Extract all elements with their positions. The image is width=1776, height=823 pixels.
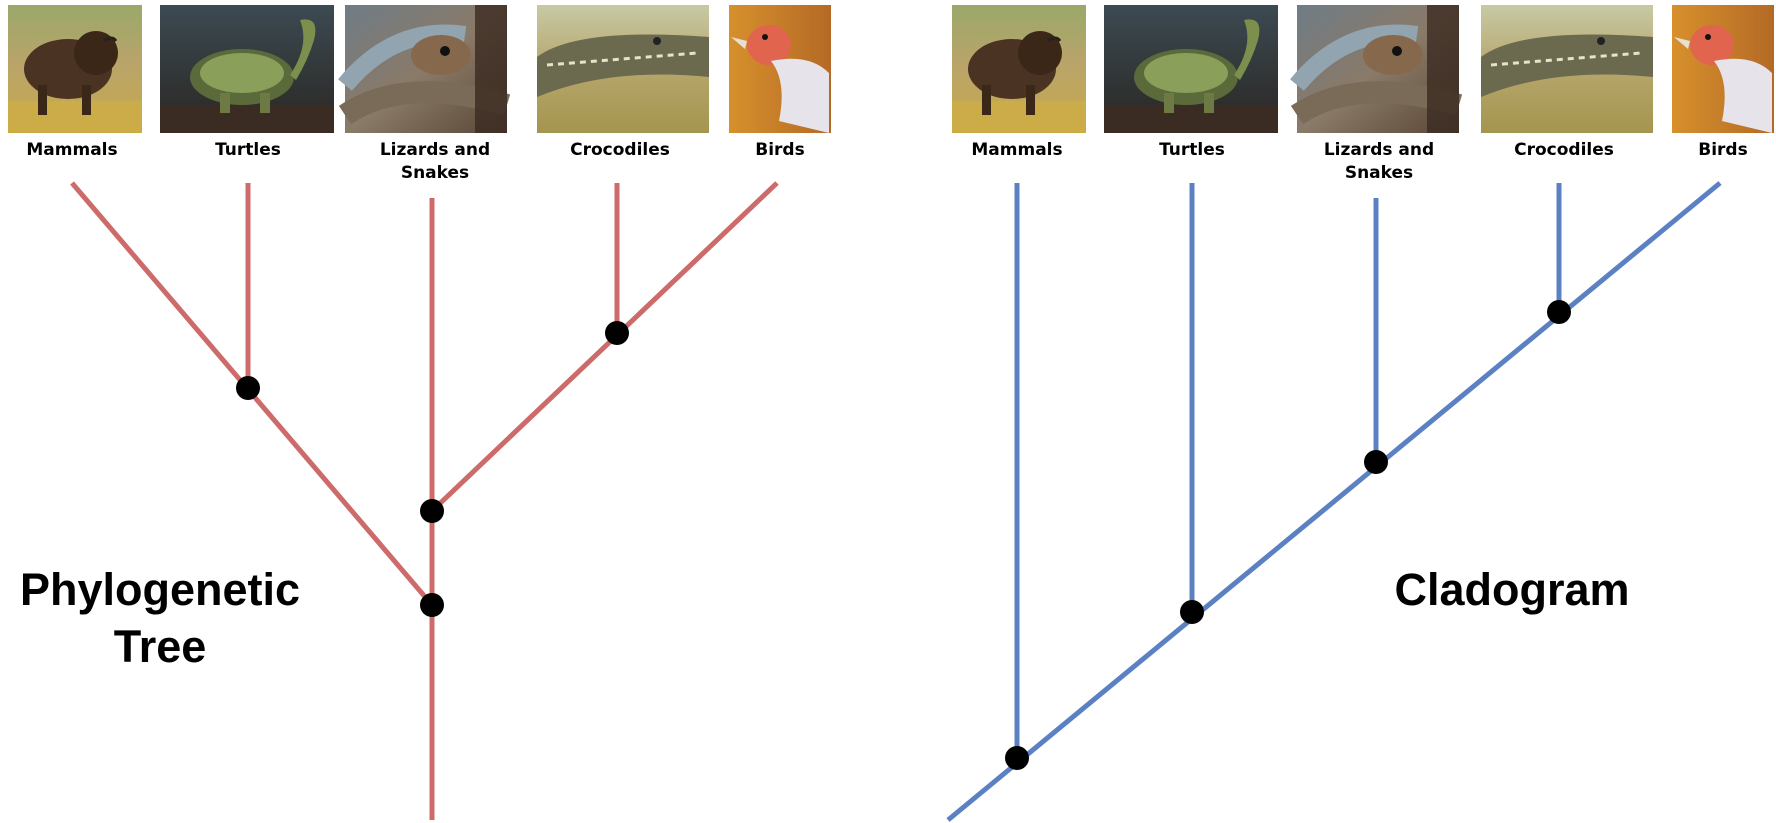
taxon-label: Birds: [1698, 140, 1747, 160]
cladogram-nodes: [1005, 300, 1571, 770]
main-diagonal: [946, 181, 1722, 822]
node-archosaur-lepidosaur: [420, 499, 444, 523]
tree-branches: [70, 181, 779, 820]
branch-birds: [430, 181, 779, 513]
taxon-label: Mammals: [971, 140, 1062, 160]
taxon-turtles: Turtles: [1104, 5, 1278, 160]
bison-photo: [6, 3, 144, 135]
taxon-mammals: Mammals: [6, 3, 144, 160]
cladogram-panel: Mammals Turtles Lizards and Snakes Croco…: [946, 3, 1774, 822]
tree-nodes: [236, 321, 629, 617]
title-line-2: Tree: [114, 621, 207, 672]
node-root: [420, 593, 444, 617]
taxon-label-line-2: Snakes: [1345, 163, 1413, 183]
turtle-photo: [1104, 5, 1278, 133]
taxon-crocodiles: Crocodiles: [1479, 3, 1655, 160]
taxon-label: Mammals: [26, 140, 117, 160]
node-turtles: [1180, 600, 1204, 624]
cladogram-branches: [946, 181, 1722, 822]
taxon-birds: Birds: [1672, 5, 1774, 160]
taxon-label: Crocodiles: [1514, 140, 1614, 160]
taxon-label: Birds: [755, 140, 804, 160]
vulture-photo: [729, 5, 831, 133]
taxon-label: Turtles: [1159, 140, 1225, 160]
node-crocodiles: [1547, 300, 1571, 324]
crocodile-photo: [1479, 3, 1655, 135]
phylogenetic-tree-panel: Mammals Turtles Lizards and Snakes Croco…: [6, 3, 831, 820]
title-line-1: Phylogenetic: [20, 564, 300, 615]
taxon-label-line-1: Lizards and: [1324, 140, 1434, 160]
taxon-turtles: Turtles: [160, 5, 334, 160]
taxon-lizards-and-snakes: Lizards and Snakes: [1297, 5, 1459, 183]
node-mammals: [1005, 746, 1029, 770]
bison-photo: [950, 3, 1088, 135]
vulture-photo: [1672, 5, 1774, 133]
node-turtles-mammals: [236, 376, 260, 400]
taxon-label-line-2: Snakes: [401, 163, 469, 183]
taxon-birds: Birds: [729, 5, 831, 160]
node-crocodiles-birds: [605, 321, 629, 345]
node-lizards-snakes: [1364, 450, 1388, 474]
taxon-mammals: Mammals: [950, 3, 1088, 160]
crocodile-photo: [535, 3, 711, 135]
taxon-label: Turtles: [215, 140, 281, 160]
title: Cladogram: [1394, 564, 1629, 615]
taxon-label: Crocodiles: [570, 140, 670, 160]
taxon-crocodiles: Crocodiles: [535, 3, 711, 160]
snake-photo: [345, 5, 507, 133]
taxon-label-line-1: Lizards and: [380, 140, 490, 160]
snake-photo: [1297, 5, 1459, 133]
taxon-lizards-and-snakes: Lizards and Snakes: [345, 5, 507, 183]
turtle-photo: [160, 5, 334, 133]
